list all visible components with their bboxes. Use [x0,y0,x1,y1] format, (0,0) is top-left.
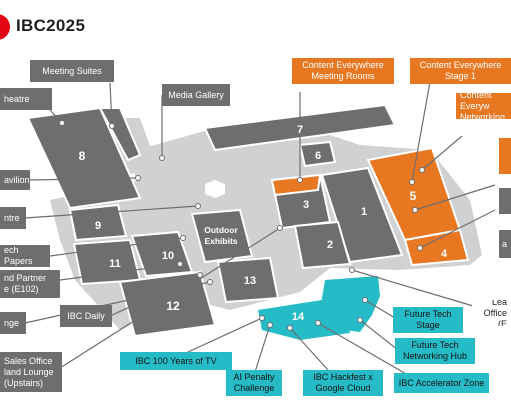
nge-label[interactable]: nge [0,312,26,334]
leader-centre [24,205,199,219]
leader-hackfest [289,327,329,371]
leader-meeting-suites [109,82,113,127]
hall-8-annex[interactable] [98,107,142,162]
leader-accelerator [317,322,421,383]
hall-12-number: 12 [166,299,180,313]
dot-ce-networking [419,167,425,173]
hall-9-number: 9 [95,220,101,232]
hall-8[interactable] [26,106,142,210]
dot-ibc-daily [197,272,203,278]
leader-right-box-2 [419,209,496,249]
leader-ft-hub [359,319,399,351]
dot-tech-papers [180,235,186,241]
dot-nge [207,279,213,285]
dot-theatre [59,120,65,126]
hall-6-number: 6 [315,150,321,162]
dot-ft-hub [357,317,363,323]
hall-13-number: 13 [244,275,256,287]
dot-pavilion [135,175,141,181]
theatre-label[interactable]: heatre [0,88,52,110]
leader-lines [24,81,496,383]
ce-networking-label[interactable]: Content Everyw Networking [456,93,511,119]
right-grey-box-1[interactable] [499,188,511,214]
dot-ce-stage1 [409,179,415,185]
dot-hackfest [287,325,293,331]
hall-10-number: 10 [162,250,174,262]
leader-dots [59,120,425,331]
page-title: IBC2025 [16,16,86,35]
dot-meeting-suites [109,123,115,129]
dot-media-gallery [159,155,165,161]
hall-2[interactable] [293,220,352,270]
dot-right-box-1 [412,207,418,213]
dot-partner-lounge [177,261,183,267]
dot-accelerator [315,320,321,326]
right-grey-box-2[interactable]: a [499,230,511,258]
hall-14-teal [258,300,350,340]
leader-right-box-1 [414,184,496,211]
leader-tech-papers [49,237,184,257]
leader-sales-office [59,227,281,369]
hall-11-number: 11 [109,258,121,270]
centre-label[interactable]: ntre [0,207,26,229]
dot-ce-meeting [297,177,303,183]
future-tech-stage-label[interactable]: Future Tech Stage [393,307,463,333]
hall-8-number: 8 [79,149,86,163]
leader-ce-networking [421,135,463,171]
ibc-logo-icon [0,14,10,40]
hall-numbers: 8 7 6 3 1 2 5 4 9 11 10 13 12 14 [79,124,448,323]
hall-1-number: 1 [361,206,367,218]
leader-partner-lounge [59,263,181,281]
ce-stage-1-label[interactable]: Content Everywhere Stage 1 [410,58,511,84]
hall-3-orange[interactable] [270,173,322,197]
leader-100-years [174,317,263,359]
hall-6[interactable] [298,140,337,168]
tech-papers-label[interactable]: ech Papers [0,245,50,267]
dot-100-years [259,315,265,321]
hall-3-number: 3 [303,199,309,211]
dot-centre [195,203,201,209]
hexagon-plaza [205,180,225,198]
ibc-accelerator-zone-label[interactable]: IBC Accelerator Zone [394,373,489,393]
dot-ft-stage [362,297,368,303]
pavilion-label[interactable]: avilion [0,170,30,190]
media-gallery-label[interactable]: Media Gallery [162,84,230,106]
dot-lea-office [349,267,355,273]
leader-pavilion [29,177,139,181]
hall-4-number: 4 [441,248,448,260]
meeting-suites-label[interactable]: Meeting Suites [30,60,114,82]
ibc-hackfest-label[interactable]: IBC Hackfest x Google Cloud [303,370,383,396]
sales-office-label[interactable]: Sales Office land Lounge (Upstairs) [0,352,62,392]
future-tech-zone [258,276,380,340]
hall-4[interactable] [403,228,470,267]
hall-5-number: 5 [410,189,417,203]
ai-penalty-challenge-label[interactable]: AI Penalty Challenge [226,370,282,396]
right-orange-box-1[interactable] [499,138,511,174]
leader-lea-office [351,269,481,309]
hall-13[interactable] [216,256,280,304]
hall-7-number: 7 [297,124,303,136]
hall-2-number: 2 [327,239,333,251]
hall-12[interactable] [118,270,217,338]
leader-nge [24,281,211,324]
partner-lounge-label[interactable]: nd Partner e (E102) [0,270,60,298]
dot-right-box-2 [417,245,423,251]
hall-14-number: 14 [292,311,305,323]
leader-ai-penalty [254,324,271,373]
outdoor-exhibits-area[interactable] [190,208,254,264]
ce-meeting-rooms-label[interactable]: Content Everywhere Meeting Rooms [292,58,394,84]
dot-ai-penalty [267,322,273,328]
leader-ce-stage1 [411,81,431,183]
ibc-100-years-label[interactable]: IBC 100 Years of TV [120,352,232,370]
leader-ibc-daily [109,274,201,317]
leader-ft-stage [364,299,396,319]
future-tech-networking-hub-label[interactable]: Future Tech Networking Hub [395,338,475,364]
dot-sales-office [277,225,283,231]
ibc-daily-label[interactable]: IBC Daily [60,305,112,327]
outdoor-exhibits-label: Outdoor Exhibits [204,225,238,246]
lea-office-label[interactable]: Lea Office (E [472,300,511,326]
